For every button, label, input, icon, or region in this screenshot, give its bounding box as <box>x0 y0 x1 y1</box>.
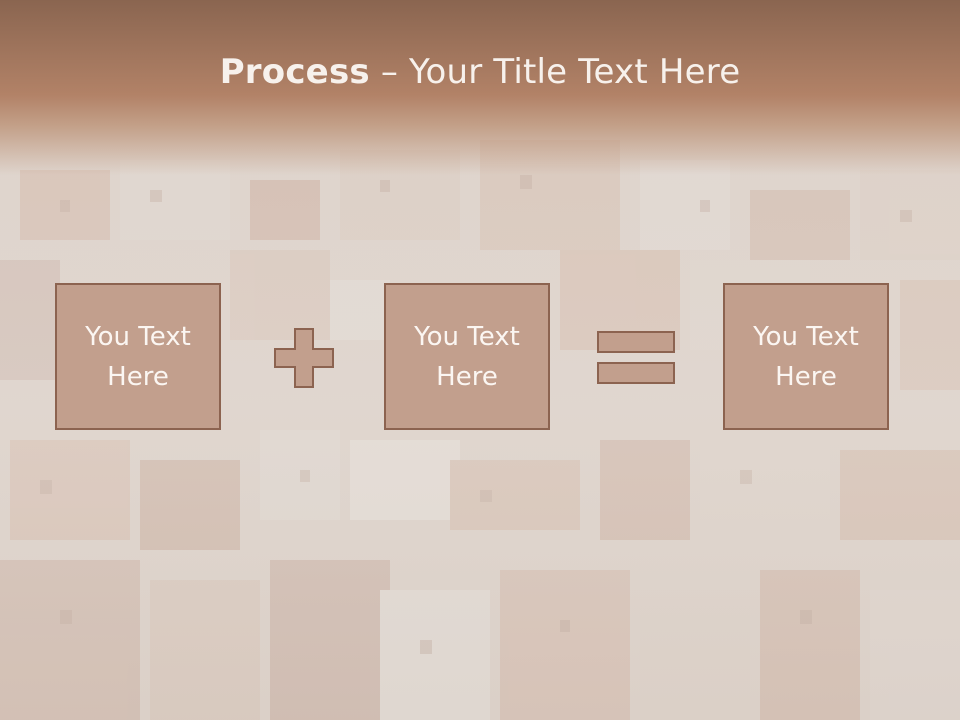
plus-icon <box>274 328 334 388</box>
process-box-3: You Text Here <box>723 283 889 430</box>
process-box-2-label: You Text Here <box>414 321 520 392</box>
process-box-2: You Text Here <box>384 283 550 430</box>
process-box-1: You Text Here <box>55 283 221 430</box>
process-box-3-label: You Text Here <box>753 321 859 392</box>
title-rest-part: – Your Title Text Here <box>369 52 741 92</box>
title-band <box>0 0 960 175</box>
process-box-1-label: You Text Here <box>85 321 191 392</box>
slide-title: Process – Your Title Text Here <box>0 52 960 92</box>
equals-icon <box>597 331 675 384</box>
title-bold-part: Process <box>219 52 370 92</box>
